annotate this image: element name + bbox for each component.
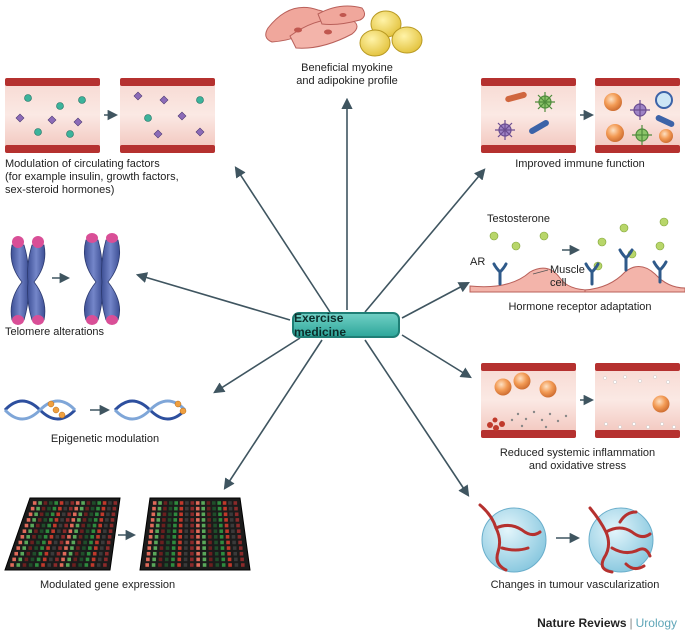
- label-gene: Modulated gene expression: [40, 579, 176, 591]
- methyl-groups: [47, 400, 187, 419]
- label-epigenetic: Epigenetic modulation: [50, 433, 160, 445]
- credit-separator: |: [629, 616, 633, 630]
- myokine-illustration: [265, 5, 423, 57]
- center-node: Exercise medicine: [292, 311, 400, 339]
- immune-vessels: [481, 78, 680, 153]
- label-immune: Improved immune function: [515, 158, 645, 170]
- label-ar: AR: [470, 256, 486, 268]
- arrow-inflammation: [401, 334, 472, 379]
- telomere-illustration: [10, 233, 121, 325]
- label-testosterone: Testosterone: [487, 213, 550, 225]
- label-muscle-cell: Muscle cell: [550, 264, 585, 289]
- hormone-illustration: [469, 217, 685, 293]
- label-tumour: Changes in tumour vascularization: [490, 579, 660, 591]
- journal-credit: Nature Reviews|Urology: [537, 616, 677, 630]
- inflammation-vessels: [481, 363, 680, 438]
- epigenetic-illustration: [3, 399, 187, 421]
- label-inflammation: Reduced systemic inflammation and oxidat…: [499, 447, 656, 472]
- circulating-vessels: [5, 78, 215, 153]
- journal-section: Urology: [635, 616, 677, 630]
- arrows: [135, 97, 486, 497]
- arrow-immune: [364, 168, 486, 313]
- arrow-epigenetic: [213, 337, 301, 394]
- arrow-hormone: [401, 281, 470, 319]
- arrow-tumour: [364, 339, 470, 497]
- gene-microarrays: [4, 497, 251, 571]
- label-hormone: Hormone receptor adaptation: [508, 301, 652, 313]
- journal-name: Nature Reviews: [537, 616, 627, 630]
- arrow-telomere: [135, 272, 291, 321]
- label-circulating: Modulation of circulating factors (for e…: [5, 158, 179, 196]
- arrow-gene: [223, 339, 323, 490]
- arrow-circulating: [234, 166, 331, 313]
- label-telomere: Telomere alterations: [5, 326, 105, 338]
- tumour-illustration: [478, 503, 654, 574]
- label-myokine: Beneficial myokine and adipokine profile: [296, 62, 398, 87]
